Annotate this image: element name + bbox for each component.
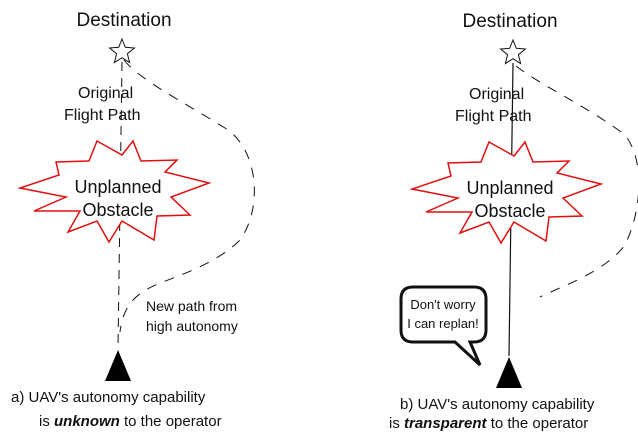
panel-b-obstacle-line1: Unplanned	[466, 178, 553, 198]
panel-b-caption-line2: is transparent to the operator	[389, 415, 588, 432]
star-icon	[499, 38, 527, 65]
panel-b-original-path-line1: Original	[469, 86, 524, 103]
panel-b-destination-label: Destination	[462, 11, 557, 32]
speech-bubble-line2: I can replan!	[407, 316, 479, 331]
panel-a-original-path-line2: Flight Path	[64, 107, 140, 124]
panel-a-caption-line2: is unknown to the operator	[39, 413, 222, 430]
panel-b-obstacle-line2: Obstacle	[474, 201, 545, 221]
panel-a-caption-post: to the operator	[120, 413, 222, 430]
star-icon	[108, 37, 136, 64]
speech-bubble-line1: Don't worry	[410, 297, 476, 312]
panel-b-caption-line1: b) UAV's autonomy capability	[400, 396, 595, 413]
uav-triangle-icon	[496, 357, 522, 388]
panel-a-obstacle-line1: Unplanned	[74, 177, 161, 197]
uav-triangle-icon	[105, 350, 131, 381]
panel-b-caption-post: to the operator	[487, 415, 589, 432]
panel-a-obstacle-line2: Obstacle	[82, 200, 153, 220]
panel-b-caption-emphasis: transparent	[404, 415, 488, 432]
panel-a-destination-label: Destination	[76, 10, 171, 31]
panel-a: Destination Unplanned Obstacle Original …	[11, 10, 255, 430]
new-path-label-line1: New path from	[146, 298, 237, 314]
starburst-icon	[17, 139, 212, 244]
speech-bubble-icon	[399, 285, 488, 367]
panel-a-original-path-line1: Original	[78, 85, 133, 102]
panel-a-caption-line1: a) UAV's autonomy capability	[11, 389, 206, 406]
panel-b-caption-pre: is	[389, 415, 404, 432]
new-path-label-line2: high autonomy	[146, 318, 238, 334]
panel-a-caption-emphasis: unknown	[54, 413, 120, 430]
starburst-icon	[409, 140, 604, 245]
panel-a-caption-pre: is	[39, 413, 54, 430]
panel-b-original-path-line2: Flight Path	[455, 108, 531, 125]
new-flight-path	[119, 59, 255, 333]
panel-b: Destination Unplanned Obstacle Original …	[389, 11, 638, 432]
planned-detour-path	[515, 65, 638, 298]
